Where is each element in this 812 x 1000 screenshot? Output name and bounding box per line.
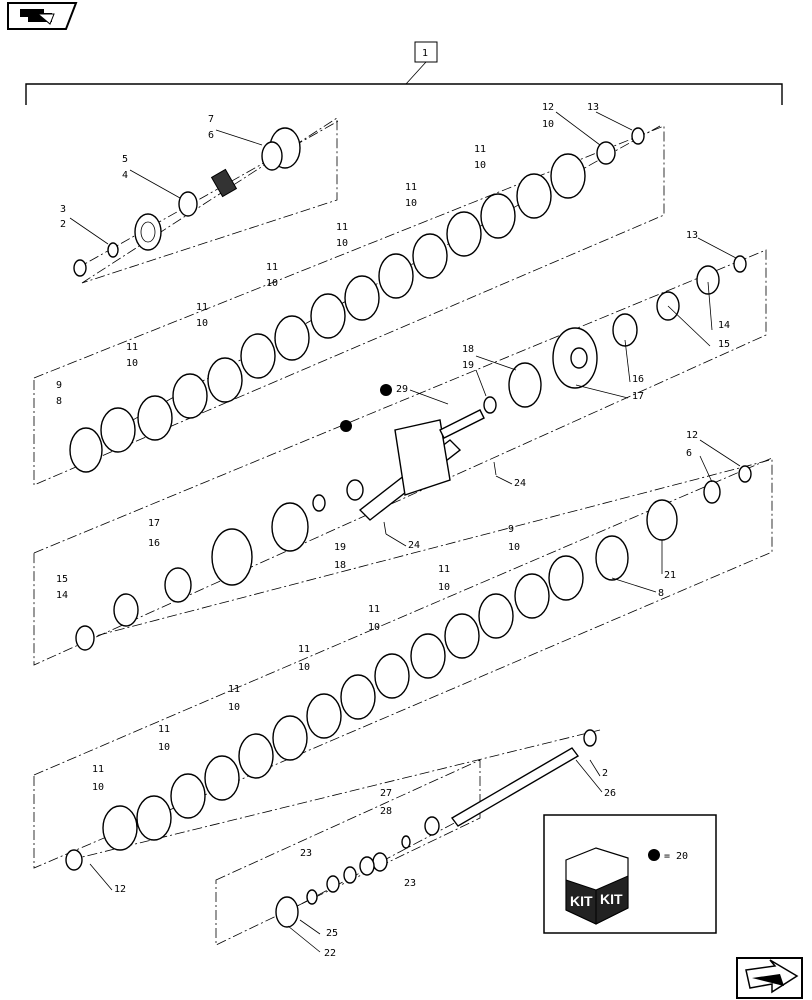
part-label: 10 xyxy=(92,782,104,793)
part-label: 19 xyxy=(462,360,474,371)
part-label: 11 xyxy=(405,182,417,193)
part-label: 15 xyxy=(718,339,730,350)
part-label: 10 xyxy=(196,318,208,329)
washer-part xyxy=(178,191,198,217)
back-navigation-icon[interactable] xyxy=(7,2,78,30)
part-label: 10 xyxy=(474,160,486,171)
part-label: 15 xyxy=(56,574,68,585)
part-label: 28 xyxy=(380,806,392,817)
center-shaft-assembly xyxy=(340,255,747,521)
part-label: 8 xyxy=(56,396,62,407)
part-label: 17 xyxy=(148,518,160,529)
part-label: 11 xyxy=(92,764,104,775)
part-label: 10 xyxy=(438,582,450,593)
row2-discs xyxy=(69,127,645,473)
snap-ring-part xyxy=(73,259,87,277)
part-label: 18 xyxy=(462,344,474,355)
part-label: 10 xyxy=(158,742,170,753)
part-label: 17 xyxy=(632,391,644,402)
part-label: 11 xyxy=(126,342,138,353)
part-label: 11 xyxy=(158,724,170,735)
part-label: 7 xyxy=(208,114,214,125)
part-label: 22 xyxy=(324,948,336,959)
part-label: 11 xyxy=(438,564,450,575)
kit-bullet-icon xyxy=(648,849,660,861)
part-label: 12 xyxy=(686,430,698,441)
part-label: 23 xyxy=(404,878,416,889)
part-label: 12 xyxy=(542,102,554,113)
part-label: 14 xyxy=(718,320,730,331)
part-label: 11 xyxy=(336,222,348,233)
part-label: 12 xyxy=(114,884,126,895)
part-label: 2 xyxy=(60,219,66,230)
forward-navigation-icon[interactable] xyxy=(736,957,803,999)
part-label: 24 xyxy=(408,540,420,551)
part-label: 9 xyxy=(508,524,514,535)
part-label: 14 xyxy=(56,590,68,601)
bearing-part xyxy=(134,213,162,251)
kit-equals-label: = 20 xyxy=(664,851,688,862)
part-label: 13 xyxy=(587,102,599,113)
part-label: 18 xyxy=(334,560,346,571)
part-label: 9 xyxy=(56,380,62,391)
part-label: 29 xyxy=(396,384,408,395)
part-label: 4 xyxy=(122,170,128,181)
kit-label: KIT xyxy=(570,893,593,909)
part-label: 10 xyxy=(298,662,310,673)
part-label: 11 xyxy=(474,144,486,155)
part-label: 10 xyxy=(368,622,380,633)
part-label: 10 xyxy=(336,238,348,249)
part-label: 16 xyxy=(148,538,160,549)
row1-parts xyxy=(73,127,301,277)
part-label: 2 xyxy=(602,768,608,779)
reference-number: 1 xyxy=(422,48,428,59)
part-label: 8 xyxy=(658,588,664,599)
part-label: 3 xyxy=(60,204,66,215)
row3-parts xyxy=(75,461,752,651)
part-label: 26 xyxy=(604,788,616,799)
part-label: 13 xyxy=(686,230,698,241)
part-label: 25 xyxy=(326,928,338,939)
part-label: 16 xyxy=(632,374,644,385)
part-label: 10 xyxy=(228,702,240,713)
part-label: 11 xyxy=(196,302,208,313)
part-label: 23 xyxy=(300,848,312,859)
needle-bearing-part xyxy=(210,168,238,198)
leader-lines xyxy=(69,111,741,953)
part-label: 10 xyxy=(508,542,520,553)
part-label: 10 xyxy=(266,278,278,289)
part-label: 6 xyxy=(208,130,214,141)
part-label: 6 xyxy=(686,448,692,459)
part-label: 11 xyxy=(266,262,278,273)
part-label: 27 xyxy=(380,788,392,799)
kit-legend: KIT KIT = 20 xyxy=(543,814,717,934)
part-label: 5 xyxy=(122,154,128,165)
reference-bracket: 1 xyxy=(25,41,783,105)
row4-discs xyxy=(65,535,629,871)
assembly-boundaries xyxy=(33,117,773,946)
part-label: 21 xyxy=(664,570,676,581)
part-label: 11 xyxy=(368,604,380,615)
part-label: 24 xyxy=(514,478,526,489)
part-label: 11 xyxy=(298,644,310,655)
row5-parts xyxy=(275,729,597,928)
part-label: 11 xyxy=(228,684,240,695)
kit-label: KIT xyxy=(600,891,623,907)
part-label: 19 xyxy=(334,542,346,553)
part-label: 10 xyxy=(542,119,554,130)
part-label: 10 xyxy=(405,198,417,209)
circlip-part xyxy=(107,242,119,258)
part-label: 10 xyxy=(126,358,138,369)
part-labels: 3 2 5 4 7 6 12 13 10 11 10 11 10 11 10 1… xyxy=(56,102,730,959)
